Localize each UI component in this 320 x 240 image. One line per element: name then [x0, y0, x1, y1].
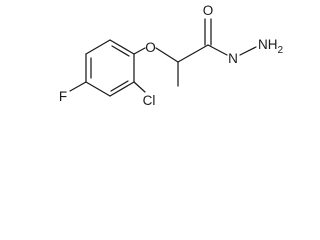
nh2-label-main: NH	[258, 37, 278, 52]
ring-bond-3	[109, 81, 135, 97]
ring-double-bond-2	[110, 80, 129, 92]
bond-ring-to-ether-oxygen	[133, 47, 146, 55]
nitrogen-label: N	[228, 51, 238, 66]
bond-nitrogen-to-nh2	[239, 46, 257, 56]
bond-ring-to-fluorine	[69, 81, 87, 92]
ring-bond-4	[85, 81, 111, 97]
substituent-bonds	[69, 18, 257, 93]
chemical-structure-diagram: O O N NH2 F Cl	[59, 3, 284, 108]
nh2-label-subscript: 2	[278, 45, 284, 56]
bond-carbonyl-carbon-to-nitrogen	[207, 44, 228, 56]
carbonyl-oxygen-label: O	[203, 3, 214, 18]
ring-bond-1	[109, 39, 135, 55]
bond-alpha-carbon-to-carbonyl-carbon	[177, 44, 209, 63]
fluorine-label: F	[59, 89, 67, 104]
ring-bond-6	[85, 39, 111, 55]
nh2-label: NH2	[258, 37, 284, 56]
atom-labels: O O N NH2 F Cl	[59, 3, 284, 108]
bond-ring-to-chlorine	[133, 81, 146, 93]
benzene-ring	[85, 39, 135, 97]
ring-double-bond-1	[111, 45, 130, 57]
chlorine-label: Cl	[143, 93, 156, 108]
ether-oxygen-label: O	[145, 40, 156, 55]
bond-ether-oxygen-to-alpha-carbon	[155, 47, 179, 63]
